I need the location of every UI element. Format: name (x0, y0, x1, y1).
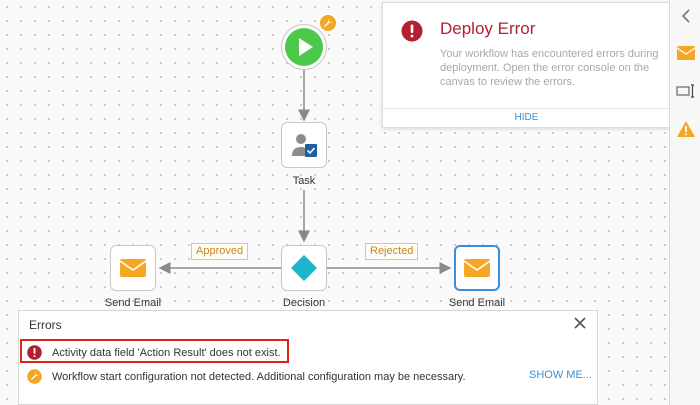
start-node[interactable] (281, 24, 327, 70)
warning-tool-button[interactable] (675, 118, 697, 140)
send-email-right-label: Send Email (448, 297, 506, 309)
send-email-right-node[interactable] (454, 245, 500, 291)
error-icon (27, 345, 42, 360)
error-highlight-box (20, 339, 289, 363)
workflow-connectors (158, 70, 452, 274)
wrench-icon (27, 369, 42, 384)
close-icon (574, 317, 586, 329)
error-item-text: Activity data field 'Action Result' does… (52, 346, 281, 359)
workflow-canvas[interactable]: Task Decision Send Email Send Email Appr… (0, 0, 668, 405)
toast-message: Your workflow has encountered errors dur… (440, 48, 659, 88)
task-node[interactable] (281, 122, 327, 168)
form-field-tool-button[interactable] (675, 80, 697, 102)
send-email-left-label: Send Email (104, 297, 162, 309)
errors-panel: Errors Activity data field 'Action Resul… (18, 310, 598, 405)
email-tool-button[interactable] (675, 42, 697, 64)
text-cursor-field-icon (676, 84, 694, 98)
task-node-label: Task (292, 175, 316, 187)
collapse-panel-button[interactable] (675, 5, 697, 27)
approved-edge-label: Approved (191, 243, 249, 260)
deploy-error-toast: Deploy Error Your workflow has encounter… (382, 2, 671, 128)
warning-item-text: Workflow start configuration not detecte… (52, 370, 466, 383)
errors-panel-title: Errors (29, 318, 62, 332)
send-email-left-node[interactable] (110, 245, 156, 291)
wrench-badge-icon[interactable] (320, 15, 336, 31)
decision-node-label: Decision (282, 297, 326, 309)
play-icon (285, 28, 323, 66)
diamond-icon (291, 255, 317, 281)
envelope-icon (676, 46, 696, 60)
toast-divider (383, 108, 670, 109)
rejected-edge-label: Rejected (365, 243, 419, 260)
envelope-icon (119, 259, 147, 277)
decision-node[interactable] (281, 245, 327, 291)
warning-item[interactable]: Workflow start configuration not detecte… (27, 369, 466, 384)
show-more-link[interactable]: SHOW ME... (529, 369, 592, 381)
envelope-icon (463, 259, 491, 277)
error-icon (401, 20, 423, 42)
error-item[interactable]: Activity data field 'Action Result' does… (27, 345, 281, 360)
hide-button[interactable]: HIDE (514, 112, 539, 123)
chevron-left-icon (681, 9, 690, 23)
warning-triangle-icon (677, 121, 695, 137)
toast-title: Deploy Error (440, 19, 536, 38)
user-task-icon (292, 134, 317, 157)
right-toolbar (669, 0, 700, 405)
close-errors-button[interactable] (572, 315, 588, 331)
